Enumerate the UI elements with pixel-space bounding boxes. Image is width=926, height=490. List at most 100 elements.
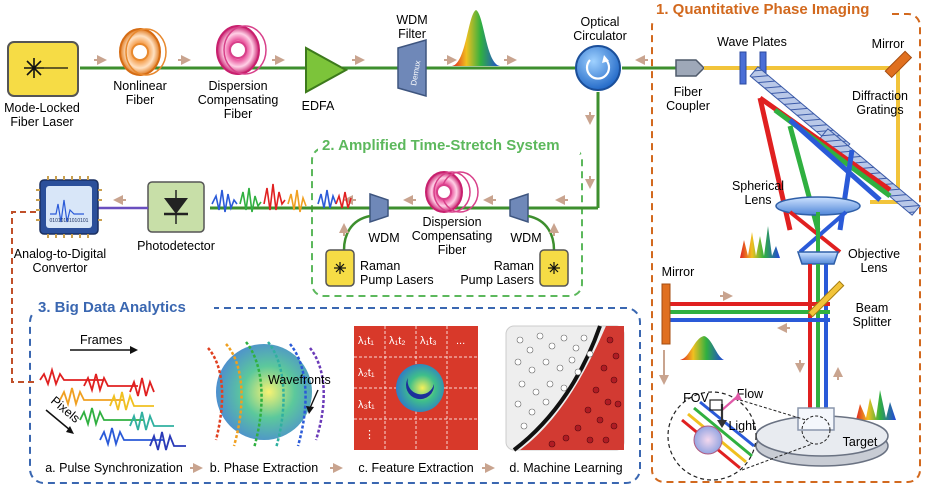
- dcf-spool-top-core: [229, 41, 247, 59]
- spectrum-qpi-right: [856, 390, 896, 420]
- tsa-title: 2. Amplified Time-Stretch System: [322, 137, 560, 154]
- dcf-top-label-3: Fiber: [224, 107, 252, 121]
- filtered-spectrum-pulse: [452, 10, 500, 66]
- feature-cell: [396, 364, 444, 412]
- dcf-top-label-1: Dispersion: [208, 79, 267, 93]
- zoom-line-1: [739, 399, 807, 421]
- flow-label: Flow: [737, 387, 764, 401]
- wdm-left: [369, 192, 389, 224]
- beam-blue: [788, 118, 882, 202]
- photodetector-label: Photodetector: [137, 239, 215, 253]
- dcf-tsa-label-3: Fiber: [438, 243, 466, 257]
- raman-left-burst-icon: [334, 262, 346, 274]
- target-fov-circle: [801, 415, 831, 445]
- dcf-tsa-label-1: Dispersion: [422, 215, 481, 229]
- pixels-arrow-icon: [45, 409, 71, 431]
- raman-left-label-2: Pump Lasers: [360, 273, 434, 287]
- raman-fiber-right: [527, 214, 556, 251]
- beam-splitter-label-1: Beam: [856, 301, 889, 315]
- wdm-right: [509, 192, 529, 224]
- dcf-spool-tsa-back: [433, 171, 471, 213]
- bda-frame: [29, 307, 641, 484]
- sync-wave-5: [109, 391, 154, 411]
- step-a-label: a. Pulse Synchronization: [45, 461, 183, 475]
- frames-arrowhead: [130, 346, 138, 354]
- tsa-title-bg: [318, 136, 580, 154]
- nonlinear-fiber-core: [131, 43, 149, 61]
- grid-r1c2: λ₁t₂: [389, 335, 406, 347]
- mirror-left: [661, 283, 671, 345]
- laser-label-1: Mode-Locked: [4, 101, 80, 115]
- demux-label: Demux: [409, 60, 422, 87]
- spherical-label-1: Spherical: [732, 179, 784, 193]
- circulator-arrow-icon: [585, 59, 611, 80]
- light-arrowhead: [717, 420, 727, 428]
- wavefront-2: [225, 343, 243, 447]
- beam-cross-blue: [798, 210, 848, 254]
- adc-chip-bits: 01010101010101: [50, 218, 89, 224]
- adc-to-analytics-link: [11, 211, 36, 383]
- sync-wave-8: [99, 427, 164, 448]
- adc-label-2: Convertor: [33, 261, 88, 275]
- stretched-pulse-5: [317, 189, 337, 209]
- sync-wave-4: [59, 387, 124, 408]
- ml-boundary: [512, 325, 602, 452]
- sync-wave-2: [83, 373, 138, 394]
- zoom-line-2: [741, 443, 813, 471]
- qpi-title-bg: [650, 0, 890, 20]
- wavefronts-arrow-icon: [309, 389, 319, 409]
- wdm-filter-label-1: WDM: [396, 13, 427, 27]
- sync-wave-3: [129, 377, 155, 397]
- wavefront-3: [245, 341, 263, 449]
- wavefronts-arrowhead: [306, 406, 314, 414]
- beam-splitter: [807, 280, 845, 318]
- target-label: Target: [843, 435, 878, 449]
- grid-r1c3: λ₁t₃: [420, 335, 437, 347]
- cell-sphere: [693, 425, 723, 455]
- ml-class-a-points: [514, 332, 594, 430]
- fiber-coupler-label-1: Fiber: [674, 85, 702, 99]
- step-d-label: d. Machine Learning: [509, 461, 622, 475]
- sync-wave-1: [39, 366, 104, 387]
- demux-filter: [397, 39, 427, 97]
- stretched-pulse-3: [263, 183, 286, 211]
- fiber-coupler: [675, 59, 706, 77]
- mode-locked-laser: [7, 41, 79, 97]
- nonlinear-label-1: Nonlinear: [113, 79, 167, 93]
- wavefront-4: [267, 341, 285, 449]
- fiber-coupler-label-2: Coupler: [666, 99, 710, 113]
- wdm-right-label: WDM: [510, 231, 541, 245]
- raman-right-label-1: Raman: [494, 259, 534, 273]
- grid-dots-v: ⋮: [364, 429, 375, 441]
- feature-extraction-panel: λ₁t₁ λ₁t₂ λ₁t₃ ... λ₂t₁ λ₃t₁ ⋮ c. Featur…: [354, 326, 478, 475]
- laser-label-2: Fiber Laser: [10, 115, 73, 129]
- grid-r1c1: λ₁t₁: [358, 335, 374, 347]
- beam-splitter-label-2: Splitter: [853, 315, 892, 329]
- dcf-top-label-2: Compensating: [198, 93, 279, 107]
- sync-wave-7: [129, 411, 174, 431]
- machine-learning-panel: d. Machine Learning: [505, 325, 625, 475]
- mirror-top-label: Mirror: [872, 37, 905, 51]
- stretched-pulse-4: [287, 189, 307, 213]
- stretched-pulse-6: [335, 191, 352, 209]
- optical-circulator: [575, 45, 621, 91]
- adc-chip-screen: [46, 186, 92, 228]
- pixels-arrowhead: [66, 426, 74, 434]
- objective-label-1: Objective: [848, 247, 900, 261]
- fov-beam-green: [693, 406, 753, 458]
- objective-label-2: Lens: [860, 261, 887, 275]
- dcf-spool-tsa-core: [436, 184, 452, 200]
- phase-extraction-panel: Wavefronts b. Phase Extraction: [207, 341, 331, 475]
- circulator-label-1: Optical: [581, 15, 620, 29]
- fov-beam-blue: [699, 400, 755, 448]
- raman-right-label-2: Pump Lasers: [460, 273, 534, 287]
- raman-right-burst-icon: [548, 262, 560, 274]
- wave-plate-1: [739, 51, 747, 85]
- wdm-filter-label-2: Filter: [398, 27, 426, 41]
- grid-r3c1: λ₃t₁: [358, 399, 375, 411]
- mirror-top: [884, 50, 913, 79]
- raman-left-label-1: Raman: [360, 259, 400, 273]
- frames-label: Frames: [80, 333, 122, 347]
- beam-cross-red: [788, 210, 842, 254]
- grid-r2c1: λ₂t₁: [358, 367, 375, 379]
